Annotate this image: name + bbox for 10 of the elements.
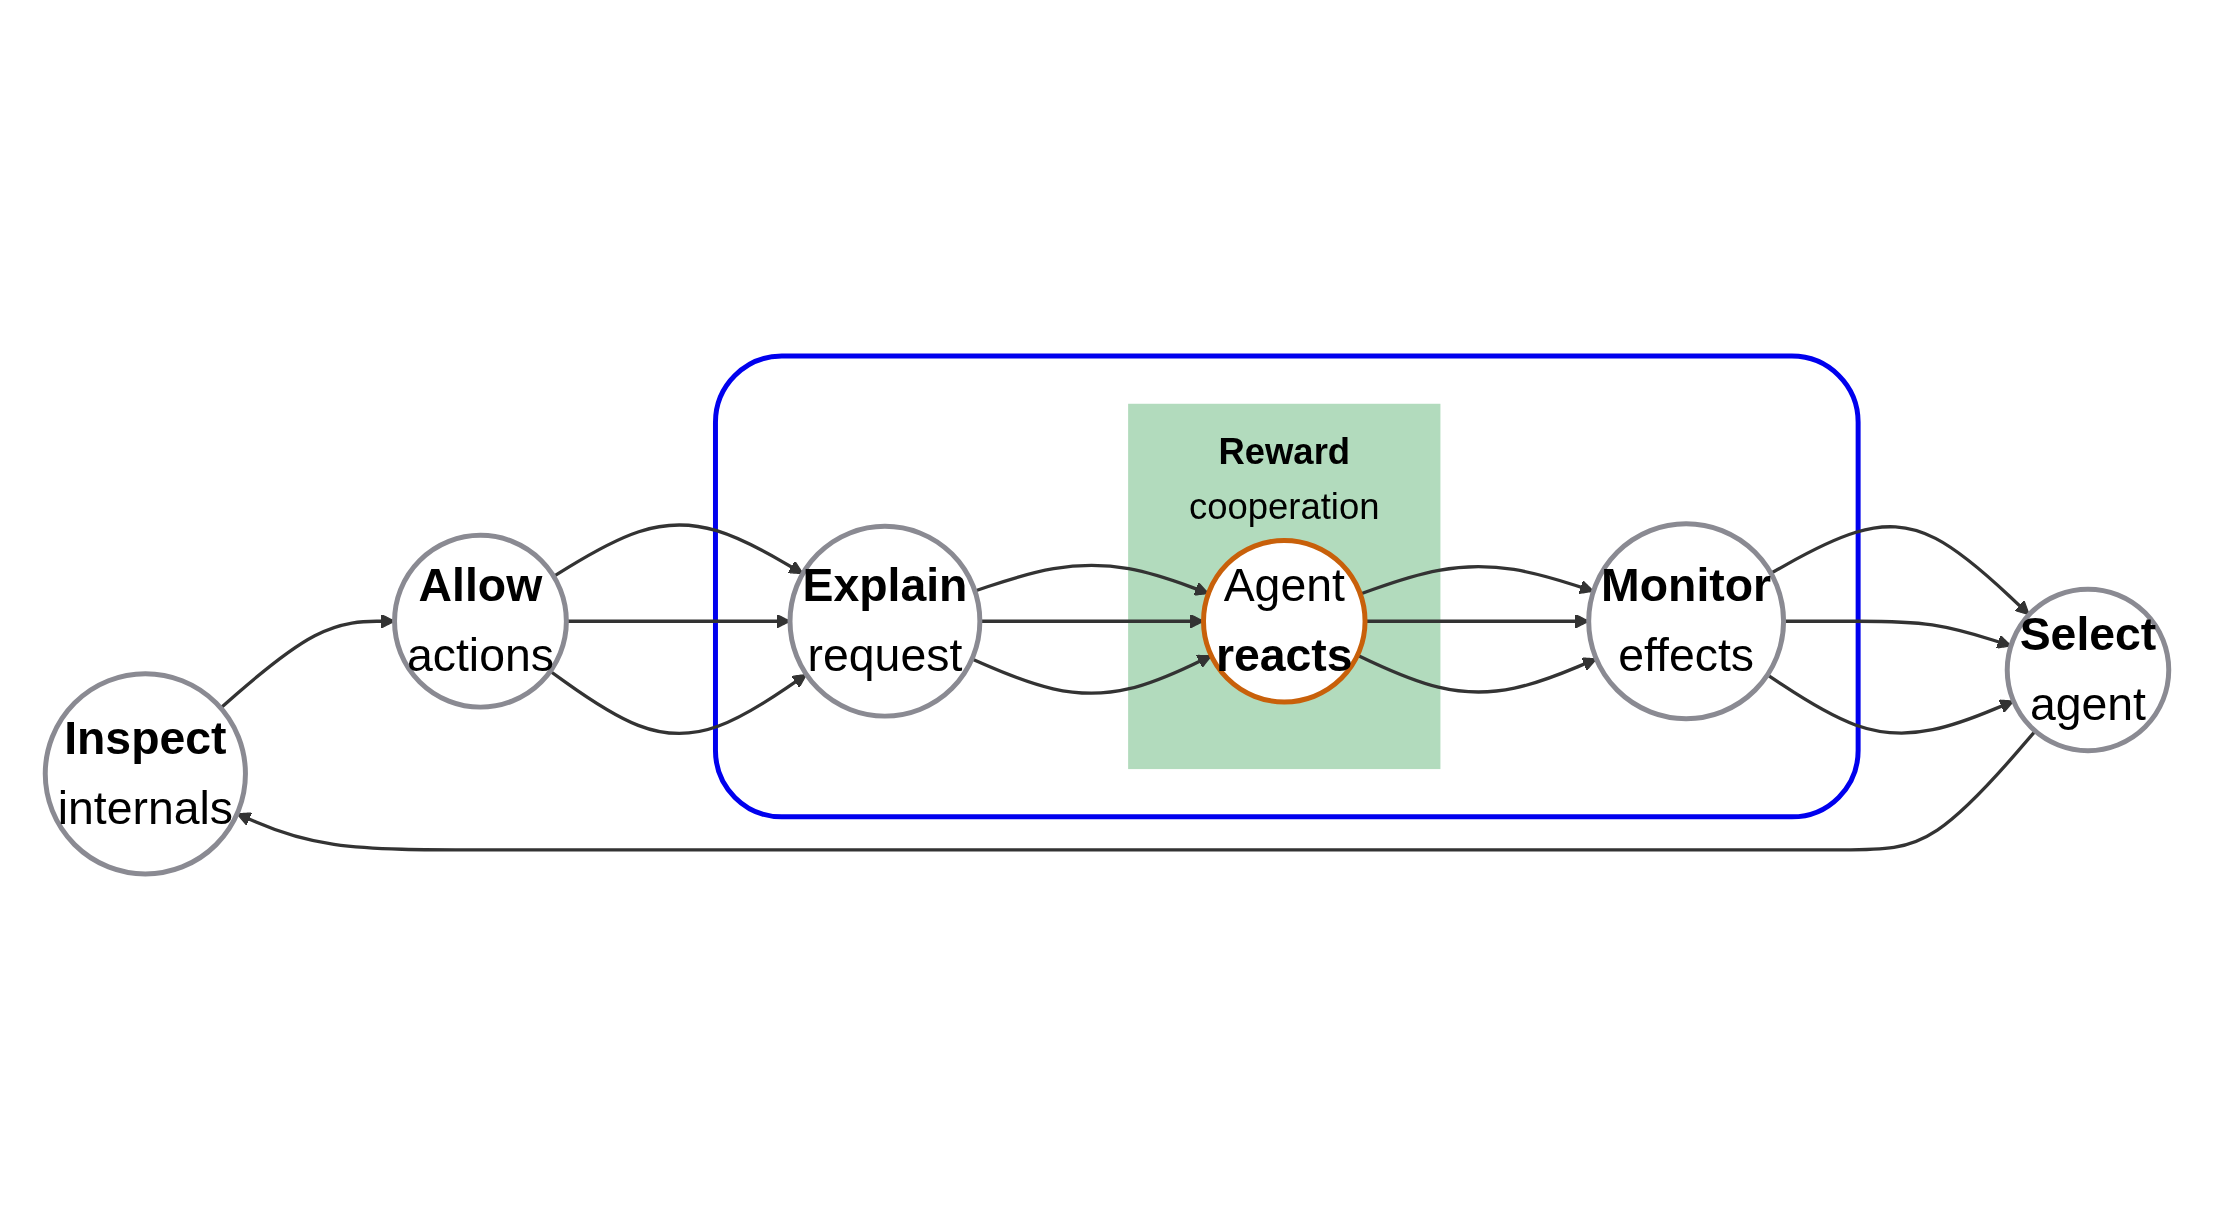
cluster (712, 353, 1861, 819)
arrow (552, 522, 803, 578)
node-circle: Monitor effects (1585, 520, 1786, 721)
node-circle: Allow actions (391, 532, 569, 710)
arrow (1766, 673, 2014, 735)
node-circle: Agent reacts (1200, 537, 1368, 704)
node-circle: Explain request (787, 523, 982, 719)
node-circle: Select agent (2004, 586, 2171, 753)
node-circle: Inspect internals (42, 670, 248, 876)
arrow (1356, 653, 1597, 694)
